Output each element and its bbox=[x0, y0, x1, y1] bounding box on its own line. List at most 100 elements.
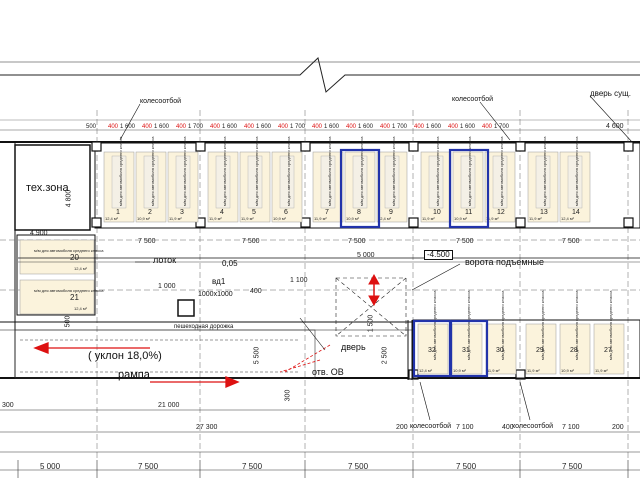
svg-text:5: 5 bbox=[252, 209, 256, 216]
svg-text:27: 27 bbox=[604, 347, 612, 354]
dim-row2-left: 300 bbox=[2, 402, 14, 409]
top-dim-8: 1 600 bbox=[222, 124, 238, 130]
top-dim-9: 400 bbox=[244, 124, 255, 130]
parking-slot-4: м/м для автомобиля среднего класса 411,9 … bbox=[207, 136, 239, 223]
wheel-stop-label-mid: колесоотбой bbox=[452, 96, 494, 103]
dim-bay-1: 7 500 bbox=[138, 238, 156, 245]
parking-slot-12: м/м для автомобиля среднего класса1211,9… bbox=[484, 136, 516, 223]
top-dim-6: 1 700 bbox=[188, 124, 204, 130]
parking-slot-5: м/м для автомобиля среднего класса 511,9 … bbox=[239, 136, 271, 223]
svg-text:4: 4 bbox=[220, 209, 224, 216]
dim-400: 400 bbox=[250, 288, 262, 295]
svg-text:9: 9 bbox=[389, 209, 393, 216]
dim-row3-7100b: 7 100 bbox=[562, 424, 580, 431]
dim-5500: 5 500 bbox=[253, 346, 261, 365]
svg-text:6: 6 bbox=[284, 209, 288, 216]
parking-slot-31: м/м для автомобиля среднего класса3110,9… bbox=[451, 290, 483, 375]
parking-slot-6: м/м для автомобиля среднего класса 610,9 … bbox=[271, 136, 303, 223]
vd1-opening bbox=[177, 299, 195, 317]
highlight-slot-11 bbox=[448, 148, 490, 229]
vd1-size-label: 1000х1000 bbox=[198, 291, 233, 298]
top-dim-18: 1 700 bbox=[392, 124, 408, 130]
svg-text:12,4 м²: 12,4 м² bbox=[105, 216, 119, 221]
gate-lines bbox=[407, 320, 413, 380]
svg-text:м/м для автомобиля среднего кл: м/м для автомобиля среднего класса bbox=[182, 136, 187, 206]
top-dim-1: 400 bbox=[108, 124, 119, 130]
opening-ov-label: отв. ОВ bbox=[312, 367, 344, 377]
ramp-area bbox=[14, 329, 316, 379]
dim-5000-mid: 5 000 bbox=[357, 252, 375, 259]
top-dim-19: 400 bbox=[414, 124, 425, 130]
svg-text:32: 32 bbox=[428, 347, 436, 354]
svg-text:11,9 м²: 11,9 м² bbox=[314, 216, 327, 221]
leader-lines bbox=[119, 95, 633, 421]
svg-text:12,4 м²: 12,4 м² bbox=[378, 216, 392, 221]
parking-slot-28: м/м для автомобиля среднего класса2810,9… bbox=[559, 290, 591, 375]
dim-row3-27300: 27 300 bbox=[196, 424, 218, 431]
svg-text:30: 30 bbox=[496, 347, 504, 354]
svg-text:7: 7 bbox=[325, 209, 329, 216]
top-dim-13: 400 bbox=[312, 124, 323, 130]
svg-text:12,4 м²: 12,4 м² bbox=[74, 306, 88, 311]
parking-slot-8: м/м для автомобиля среднего класса810,9 … bbox=[344, 136, 376, 223]
svg-text:м/м для автомобиля среднего кл: м/м для автомобиля среднего класса bbox=[500, 290, 505, 360]
tech-zone-room bbox=[14, 144, 91, 231]
door-label: дверь bbox=[341, 342, 366, 352]
svg-text:2: 2 bbox=[148, 209, 152, 216]
top-dim-10: 1 600 bbox=[256, 124, 272, 130]
svg-text:12,4 м²: 12,4 м² bbox=[419, 368, 433, 373]
tech-zone-label: тех.зона bbox=[26, 182, 69, 194]
walkway-label: пешеходная дорожка bbox=[174, 324, 234, 330]
svg-text:11,9 м²: 11,9 м² bbox=[486, 216, 499, 221]
bottom-parking-slots: м/м для автомобиля среднего класса3212,4… bbox=[412, 290, 625, 378]
dim-2500: 2 500 bbox=[381, 346, 389, 365]
svg-text:12,4 м²: 12,4 м² bbox=[74, 266, 88, 271]
svg-text:м/м для автомобиля среднего кл: м/м для автомобиля среднего класса bbox=[608, 290, 613, 360]
svg-text:11,9 м²: 11,9 м² bbox=[241, 216, 254, 221]
gutter-label: лоток bbox=[153, 255, 177, 265]
dim-row3-7100a: 7 100 bbox=[456, 424, 474, 431]
svg-text:11,9 м²: 11,9 м² bbox=[209, 216, 222, 221]
svg-text:м/м для автомобиля среднего кл: м/м для автомобиля среднего класса bbox=[150, 136, 155, 206]
svg-text:м/м для автомобиля среднего кл: м/м для автомобиля среднего класса bbox=[432, 290, 437, 360]
top-dim-21: 400 bbox=[448, 124, 459, 130]
dim-bay-3: 7 500 bbox=[348, 238, 366, 245]
bottom-dim-4: 7 500 bbox=[456, 462, 477, 471]
svg-text:14: 14 bbox=[572, 209, 580, 216]
gates-label: ворота подъемные bbox=[465, 257, 545, 267]
top-dim-22: 1 600 bbox=[460, 124, 476, 130]
svg-text:20: 20 bbox=[70, 253, 79, 262]
svg-text:29: 29 bbox=[536, 347, 544, 354]
svg-text:м/м для автомобиля среднего кл: м/м для автомобиля среднего класса bbox=[222, 136, 227, 206]
svg-text:11,9 м²: 11,9 м² bbox=[529, 216, 542, 221]
top-dim-14: 1 600 bbox=[324, 124, 340, 130]
svg-text:10,9 м²: 10,9 м² bbox=[273, 216, 287, 221]
svg-text:м/м для автомобиля среднего кл: м/м для автомобиля среднего класса bbox=[542, 136, 547, 206]
svg-text:11,9 м²: 11,9 м² bbox=[595, 368, 608, 373]
svg-text:м/м для автомобиля среднего кл: м/м для автомобиля среднего класса bbox=[327, 136, 332, 206]
top-dim-5: 400 bbox=[176, 124, 187, 130]
top-dim-7: 400 bbox=[210, 124, 221, 130]
top-dim-4: 1 600 bbox=[154, 124, 170, 130]
svg-text:м/м для автомобиля среднего кл: м/м для автомобиля среднего класса bbox=[254, 136, 259, 206]
svg-text:м/м для автомобиля среднего кл: м/м для автомобиля среднего класса bbox=[286, 136, 291, 206]
door-path bbox=[279, 344, 331, 373]
dim-300-side: 300 bbox=[284, 389, 292, 402]
top-dim-23: 400 bbox=[482, 124, 493, 130]
bottom-dim-3: 7 500 bbox=[348, 462, 369, 471]
parking-slot-9: м/м для автомобиля среднего класса 912,4 … bbox=[376, 136, 408, 223]
parking-slot-21: м/м для автомобиля среднего класса2112,4… bbox=[19, 279, 104, 315]
svg-text:8: 8 bbox=[357, 209, 361, 216]
top-dim-12: 1 700 bbox=[290, 124, 306, 130]
highlight-slot-8 bbox=[339, 148, 381, 229]
svg-text:м/м для автомобиля среднего кл: м/м для автомобиля среднего класса bbox=[391, 136, 396, 206]
svg-text:31: 31 bbox=[462, 347, 470, 354]
svg-text:м/м для автомобиля среднего кл: м/м для автомобиля среднего класса bbox=[34, 248, 104, 253]
dim-row2-21000: 21 000 bbox=[158, 402, 180, 409]
svg-text:13: 13 bbox=[540, 209, 548, 216]
slope-label: ( уклон 18,0%) bbox=[88, 350, 162, 362]
svg-text:12: 12 bbox=[497, 209, 505, 216]
slope-005-label: 0,05 bbox=[222, 259, 238, 268]
